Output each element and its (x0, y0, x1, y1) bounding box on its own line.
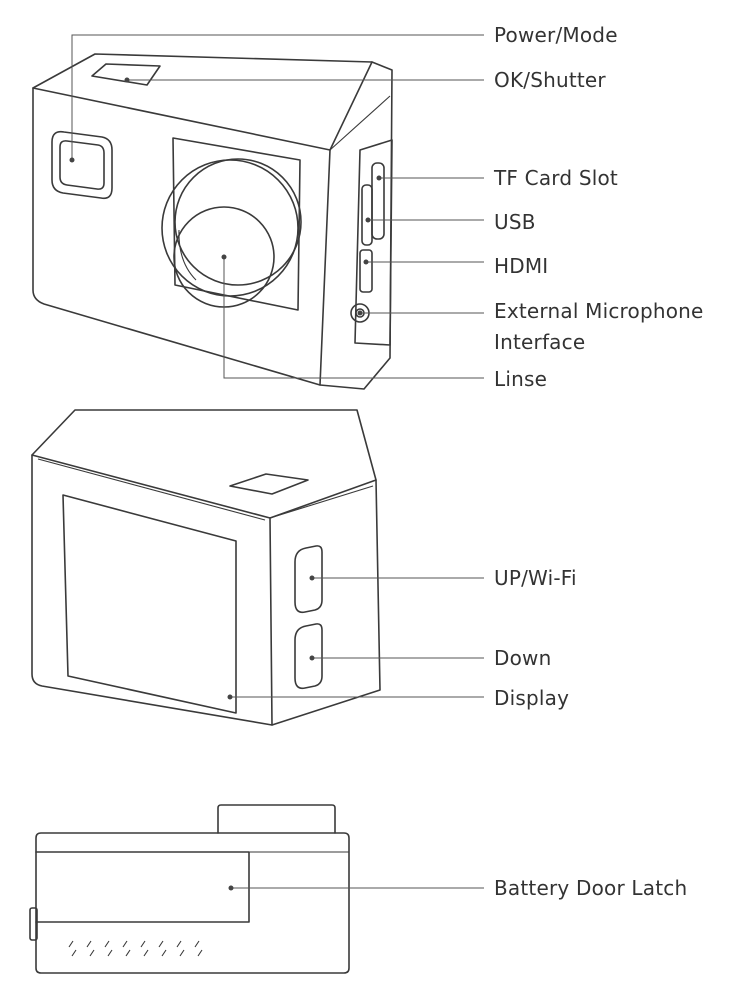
camera-front-face (32, 87, 331, 386)
leader-lines-bottom (228, 885, 484, 891)
power-mode-button-outer (51, 130, 113, 200)
battery-door (35, 851, 250, 923)
label-linse: Linse (494, 367, 548, 391)
hdmi-port (359, 249, 373, 293)
battery-door-tab (29, 907, 38, 941)
vent-slots (68, 940, 203, 957)
leader-lines-front (69, 34, 484, 379)
label-battery-door-latch: Battery Door Latch (494, 876, 688, 900)
lens-ring-outer (174, 158, 302, 286)
bottom-view-body (35, 832, 350, 974)
camera-back-top-face (31, 409, 377, 519)
top-button (229, 473, 309, 495)
camera-front-top-face (32, 53, 373, 151)
camera-bottom-view (29, 804, 350, 974)
label-down: Down (494, 646, 552, 670)
power-mode-button (59, 140, 105, 190)
leader-lines-back (227, 575, 484, 700)
bottom-view-button (217, 804, 336, 834)
up-wifi-button (294, 545, 323, 614)
label-usb: USB (494, 210, 536, 234)
side-port-panel (354, 139, 393, 346)
display-screen (62, 494, 237, 714)
lens-ring (161, 159, 299, 297)
label-ok-shutter: OK/Shutter (494, 68, 606, 92)
label-display: Display (494, 686, 570, 710)
camera-back-view (31, 409, 381, 726)
camera-back-side-face (271, 479, 381, 726)
shutter-button (91, 63, 161, 86)
label-hdmi: HDMI (494, 254, 549, 278)
label-external-microphone: External Microphone (494, 299, 704, 323)
down-button (294, 623, 323, 690)
label-power-mode: Power/Mode (494, 23, 618, 47)
label-up-wifi: UP/Wi-Fi (494, 566, 577, 590)
camera-front-view (32, 53, 393, 390)
lens-bezel (172, 137, 301, 311)
camera-back-face (31, 454, 273, 726)
label-tf-card-slot: TF Card Slot (494, 166, 618, 190)
usb-port (361, 184, 373, 246)
camera-front-side-face (319, 61, 393, 390)
label-interface: Interface (494, 330, 586, 354)
tf-card-slot (371, 162, 385, 240)
